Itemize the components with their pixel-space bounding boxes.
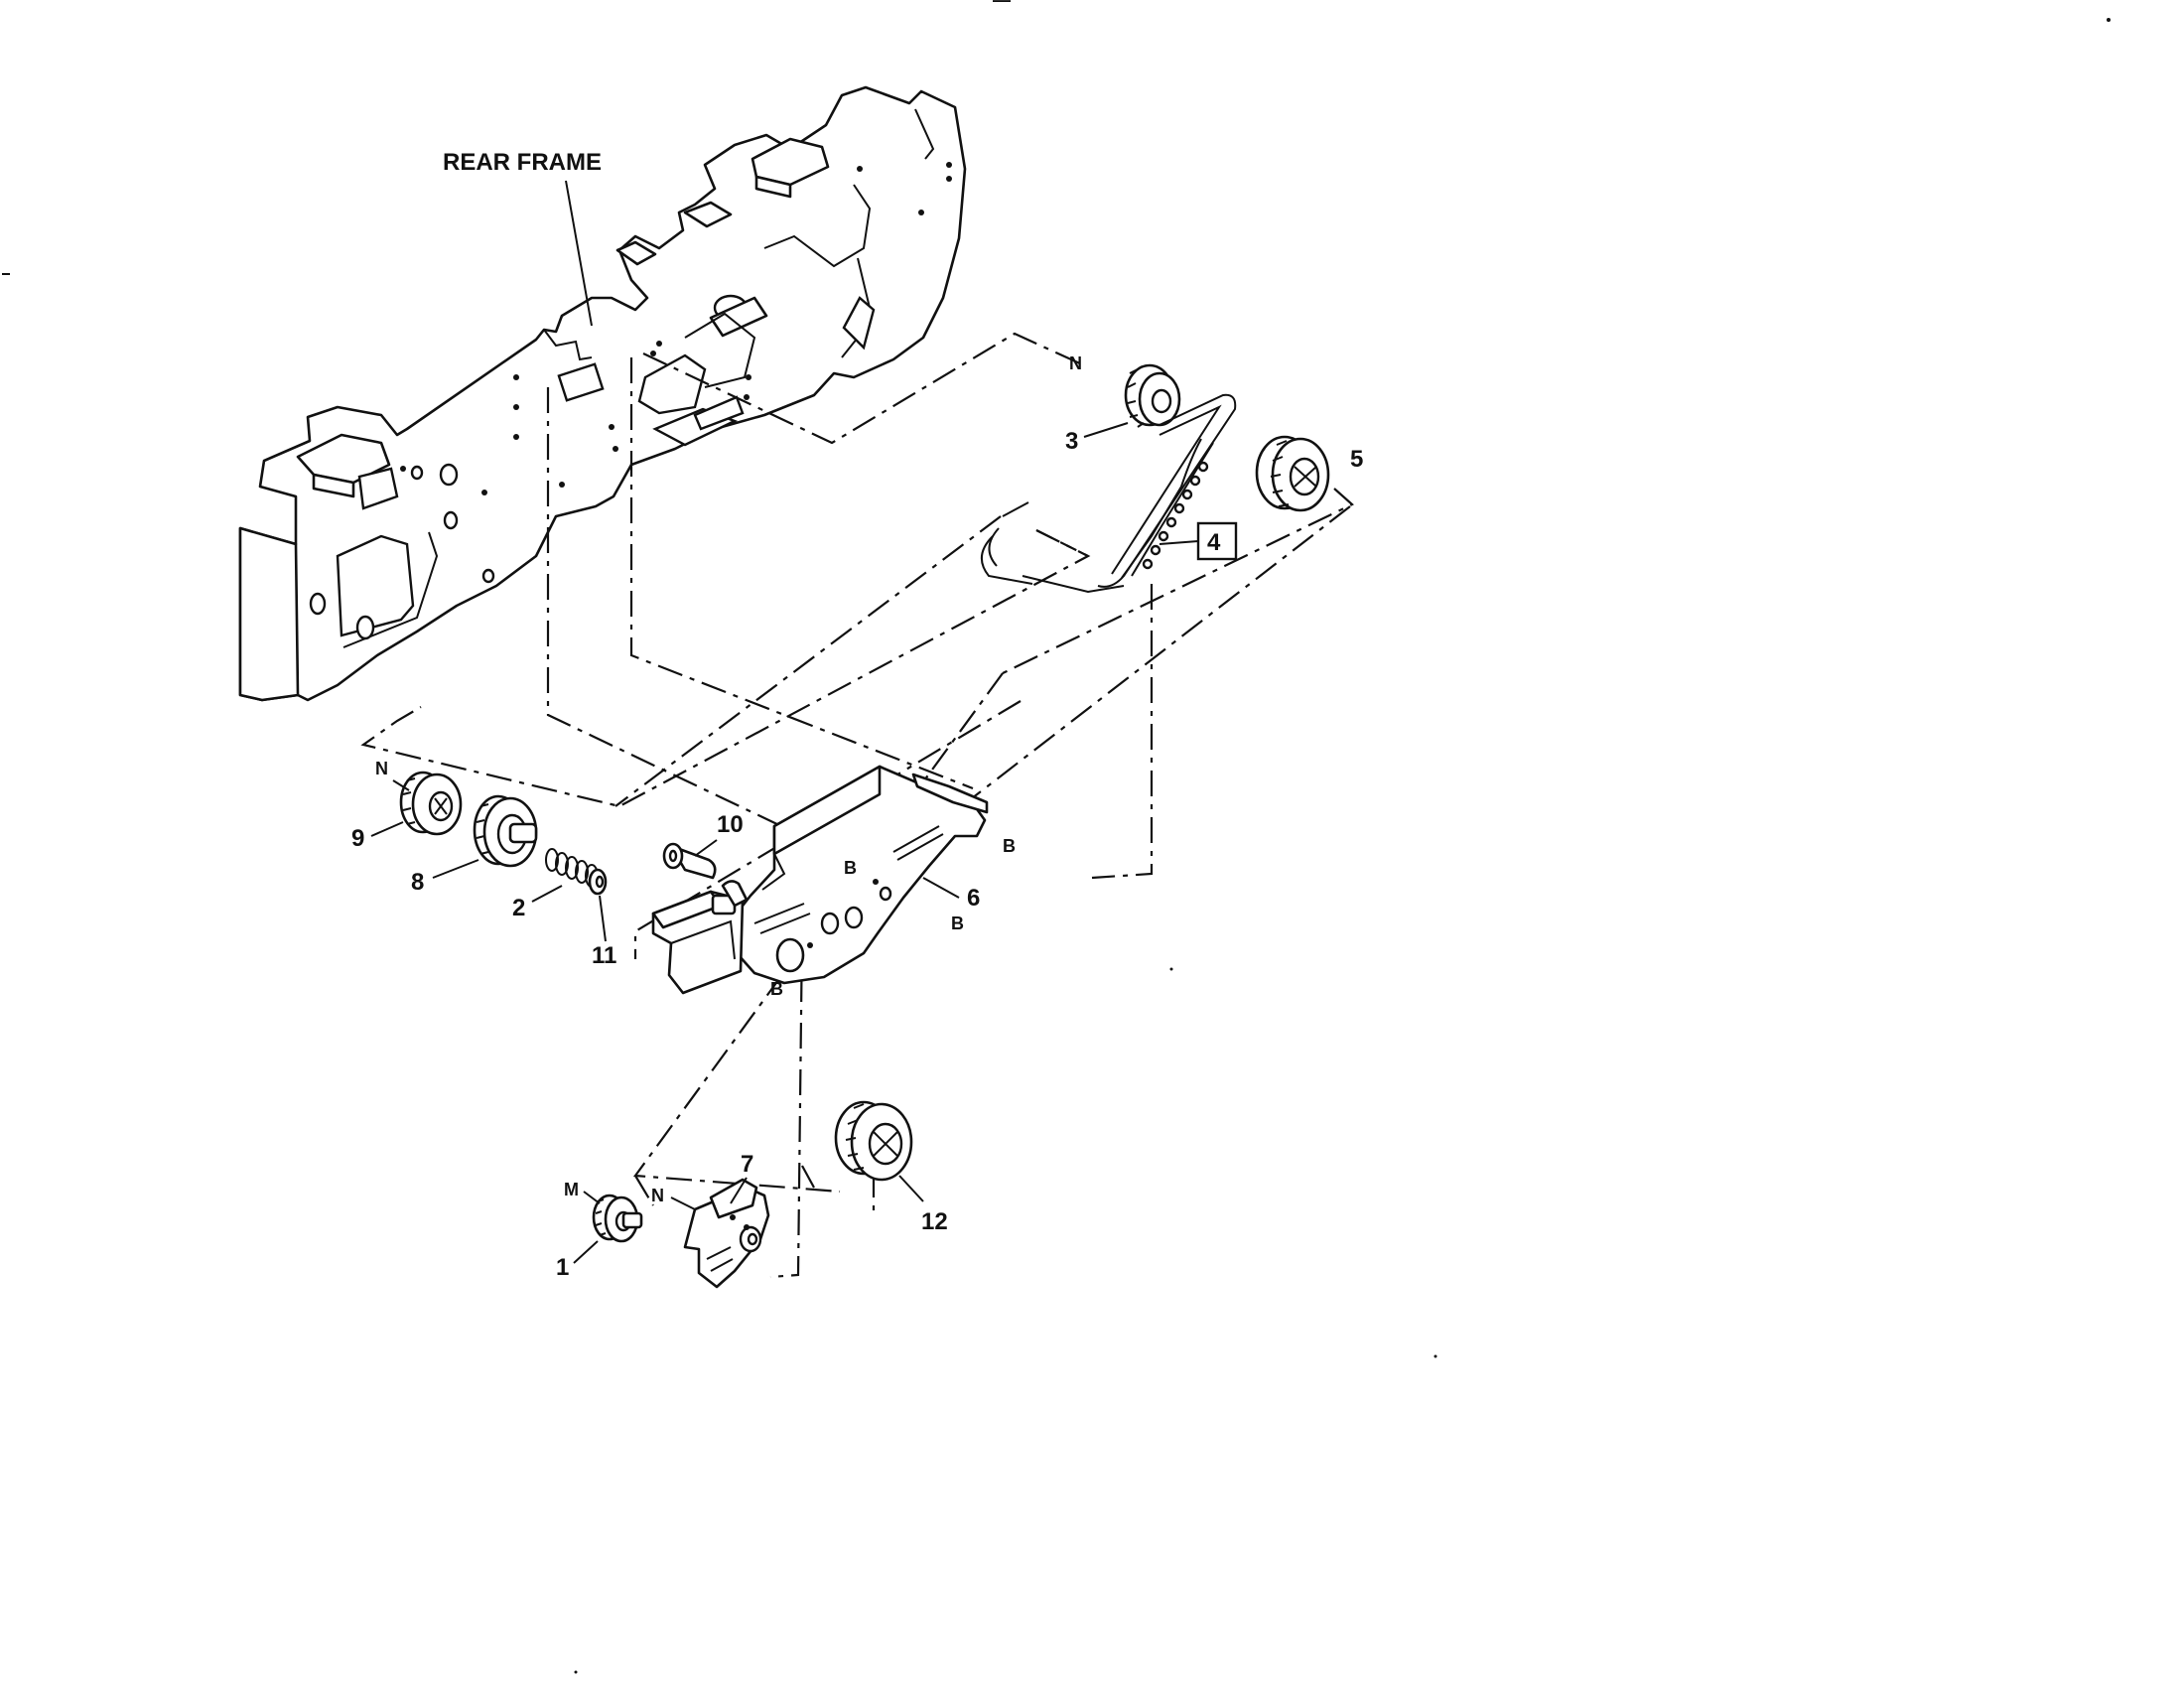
b-label-2: B <box>844 858 857 878</box>
part-11-leader <box>599 895 607 942</box>
part-1-label: 1 <box>556 1254 569 1281</box>
part-3-gear <box>1124 363 1181 428</box>
part-4-timing-belt <box>981 393 1237 594</box>
part-1-gear <box>592 1194 643 1243</box>
n-label-bottom: N <box>651 1186 664 1205</box>
b-label-1: B <box>1003 836 1016 856</box>
part-4-label: 4 <box>1207 529 1221 556</box>
part-8-gear <box>473 794 538 868</box>
part-11-washer <box>588 868 608 896</box>
part-12-gear <box>834 1100 913 1182</box>
part-1-leader <box>573 1240 599 1264</box>
part-5-gear <box>1255 435 1330 512</box>
part-6-label: 6 <box>967 885 980 912</box>
b-label-3: B <box>951 914 964 933</box>
part-9-leader <box>370 821 404 837</box>
part-8-label: 8 <box>411 869 424 896</box>
part-3-label: 3 <box>1065 428 1078 455</box>
part-3-leader <box>1083 422 1129 438</box>
part-5-label: 5 <box>1350 446 1363 473</box>
header-mark: — <box>993 0 1011 10</box>
part-10-shaft <box>662 842 717 880</box>
m-leader <box>583 1191 601 1204</box>
part-6-leader <box>922 877 960 899</box>
rear-frame-label: REAR FRAME <box>443 149 602 176</box>
mounting-bracket <box>651 880 805 995</box>
part-7-leader <box>730 1177 748 1204</box>
rear-frame-leader <box>565 180 593 327</box>
n-label-top: N <box>1069 353 1082 373</box>
n-bottom-leader <box>670 1196 696 1210</box>
part-2-spring <box>545 848 599 888</box>
part-12-leader <box>898 1175 924 1202</box>
n-left-leader <box>392 779 410 791</box>
part-12-label: 12 <box>921 1208 948 1235</box>
part-10-label: 10 <box>717 811 744 838</box>
part-7-label: 7 <box>741 1151 753 1178</box>
part-2-leader <box>531 885 563 903</box>
part-9-label: 9 <box>351 825 364 852</box>
part-4-leader <box>1159 540 1199 545</box>
rear-frame <box>238 85 967 702</box>
m-label: M <box>564 1180 579 1199</box>
part-10-leader <box>694 839 718 857</box>
part-7-bracket <box>683 1178 770 1289</box>
part-2-label: 2 <box>512 895 525 921</box>
part-11-label: 11 <box>592 942 616 969</box>
part-9-gear <box>399 771 463 836</box>
b-label-4: B <box>770 979 783 999</box>
part-8-leader <box>432 859 479 879</box>
part-6-bracket <box>723 765 989 985</box>
part-4-box <box>1196 521 1238 561</box>
n-label-left: N <box>375 759 388 778</box>
